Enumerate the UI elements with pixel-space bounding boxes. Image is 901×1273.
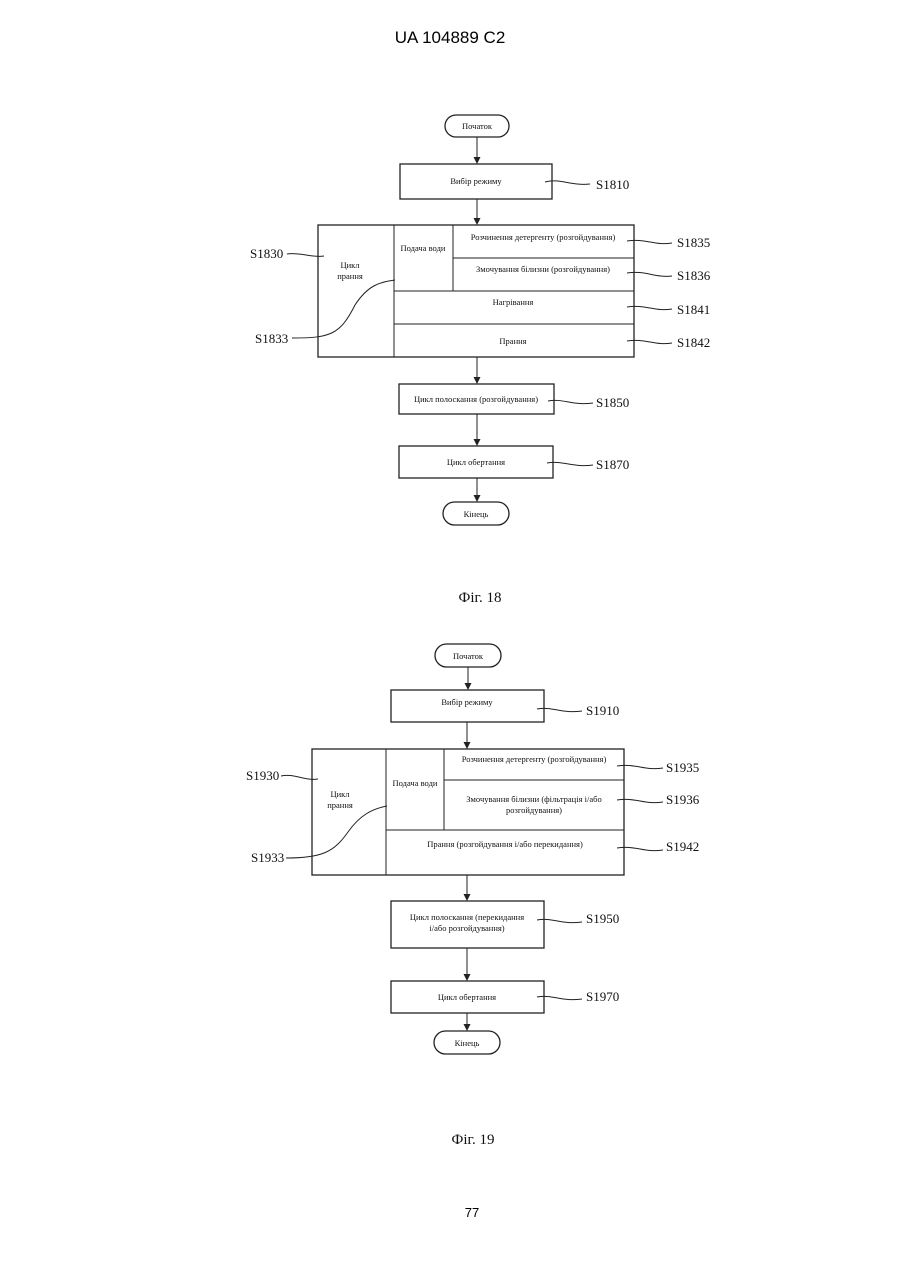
fig18-wetting-text: Змочування білизни (розгойдування) [476, 264, 610, 274]
fig18-mode-text: Вибір режиму [450, 176, 502, 186]
fig19-dissolve-text: Розчинення детергенту (розгойдування) [462, 754, 607, 764]
fig19-washing-text: Прання (розгойдування і/або перекидання) [427, 839, 583, 849]
fig19-label-dissolve: S1935 [666, 760, 699, 775]
fig19-label-mode: S1910 [586, 703, 619, 718]
fig19-rinse-line1: Цикл полоскання (перекидання [410, 912, 524, 922]
document-header: UA 104889 C2 [395, 28, 506, 47]
fig19-label-spin: S1970 [586, 989, 619, 1004]
fig18-label-wetting: S1836 [677, 268, 711, 283]
fig18-label-dissolve: S1835 [677, 235, 710, 250]
fig19-mode-text: Вибір режиму [441, 697, 493, 707]
fig18-label-heating: S1841 [677, 302, 710, 317]
fig19-water-supply-text: Подача води [393, 778, 438, 788]
page-number: 77 [465, 1205, 479, 1220]
fig18-caption: Фіг. 18 [459, 590, 502, 606]
fig19-label-wash: S1930 [246, 768, 279, 783]
fig18-rinse-text: Цикл полоскання (розгойдування) [414, 394, 538, 404]
fig18-label-spin: S1870 [596, 457, 629, 472]
fig18-label-washing: S1842 [677, 335, 710, 350]
fig19-wetting-line2: розгойдування) [506, 805, 562, 815]
fig19-label-washing: S1942 [666, 839, 699, 854]
fig18-washing-text: Прання [499, 336, 526, 346]
fig18-dissolve-text: Розчинення детергенту (розгойдування) [471, 232, 616, 242]
fig18-end-text: Кінець [464, 509, 489, 519]
fig19-spin-text: Цикл обертання [438, 992, 496, 1002]
figure-18-flowchart: Початок Вибір режиму S1810 Цикл прання П… [250, 115, 711, 606]
fig19-wash-cycle-line2: прання [327, 800, 353, 810]
fig18-wash-cycle-line2: прання [337, 271, 363, 281]
fig18-heating-text: Нагрівання [493, 297, 534, 307]
fig18-label-rinse: S1850 [596, 395, 629, 410]
fig18-water-supply-text: Подача води [401, 243, 446, 253]
fig19-label-rinse: S1950 [586, 911, 619, 926]
fig19-start-text: Початок [453, 651, 484, 661]
fig19-rinse-line2: і/або розгойдування) [429, 923, 504, 933]
fig18-label-water: S1833 [255, 331, 288, 346]
fig18-spin-text: Цикл обертання [447, 457, 505, 467]
fig19-label-wetting: S1936 [666, 792, 700, 807]
fig18-label-wash: S1830 [250, 246, 283, 261]
figure-19-flowchart: Початок Вибір режиму S1910 Цикл прання П… [246, 644, 700, 1148]
fig18-wash-cycle-line1: Цикл [340, 260, 360, 270]
fig19-label-water: S1933 [251, 850, 284, 865]
fig19-wetting-line1: Змочування білизни (фільтрація і/або [466, 794, 601, 804]
fig18-label-mode: S1810 [596, 177, 629, 192]
fig18-start-text: Початок [462, 121, 493, 131]
fig19-end-text: Кінець [455, 1038, 480, 1048]
fig19-caption: Фіг. 19 [452, 1132, 495, 1148]
fig19-wash-cycle-line1: Цикл [330, 789, 350, 799]
fig19-wash-block [312, 749, 624, 875]
